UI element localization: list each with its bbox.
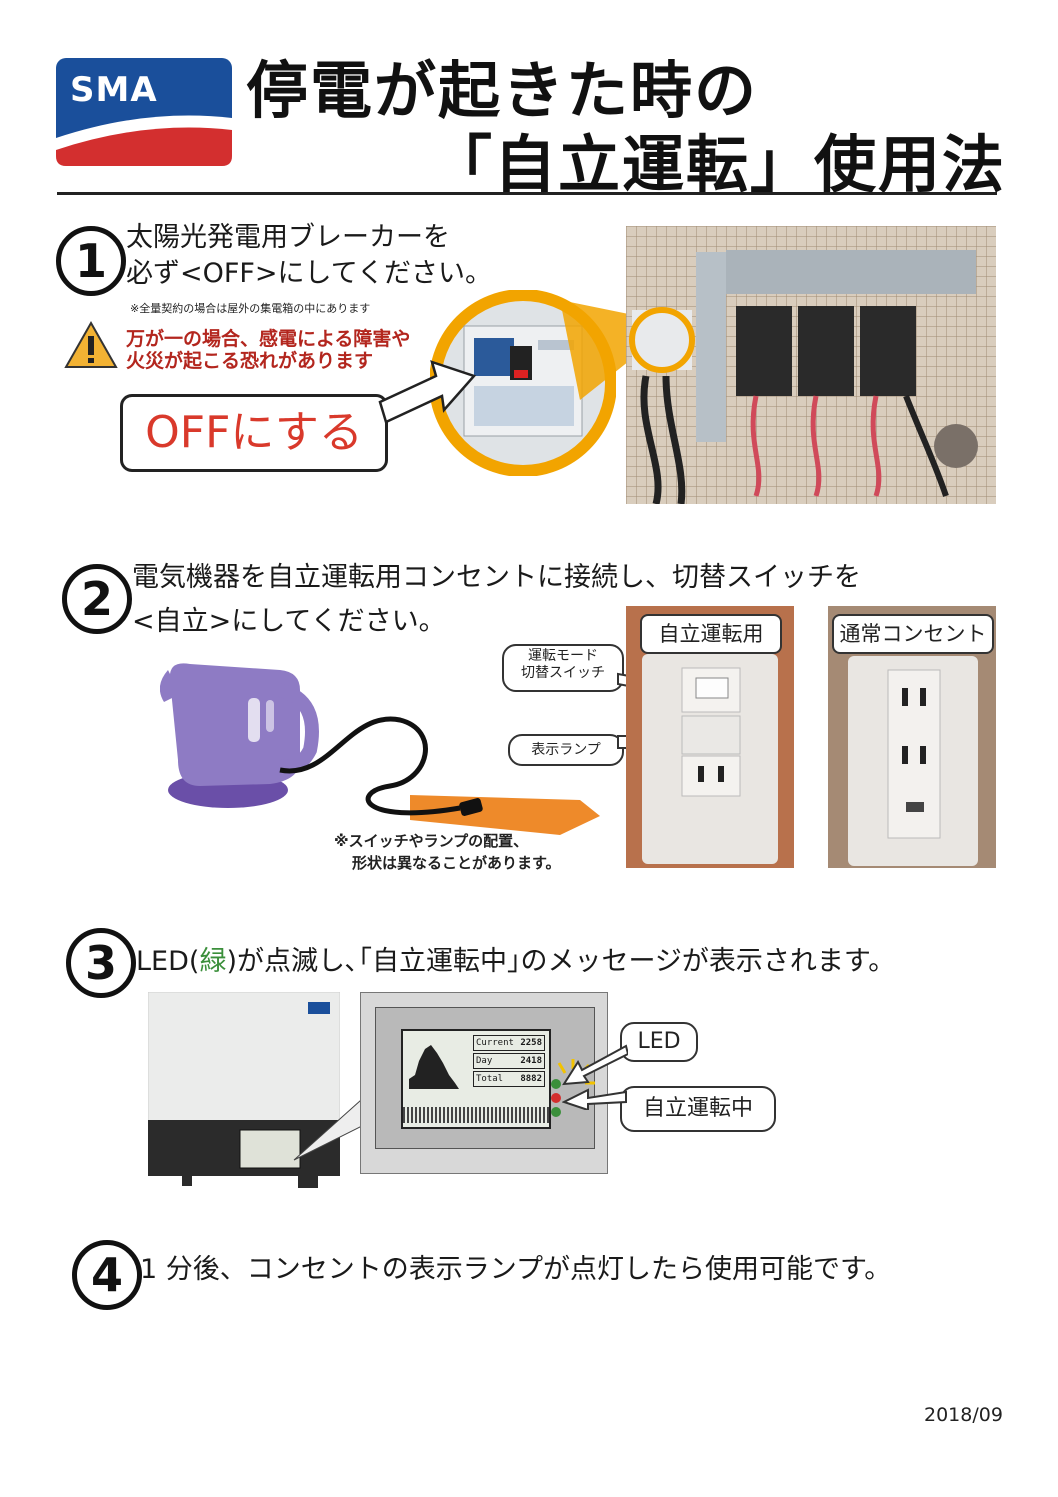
lamp-label: 表示ランプ xyxy=(508,734,624,766)
outlet1-label: 自立運転用 xyxy=(640,614,782,654)
callout-arrows xyxy=(561,1040,630,1112)
step1-warning-line2: 火災が起こる恐れがあります xyxy=(126,350,374,372)
switch-label: 運転モード 切替スイッチ xyxy=(502,644,624,692)
logo-text: SMA xyxy=(70,70,158,110)
lcd-status-bar xyxy=(403,1107,549,1123)
step3-text: LED(緑)が点滅し､｢自立運転中｣のメッセージが表示されます。 xyxy=(136,944,895,980)
step1-note: ※全量契約の場合は屋外の集電箱の中にあります xyxy=(130,302,371,315)
led-green-icon xyxy=(551,1079,561,1089)
lcd-value: 8882 xyxy=(520,1074,542,1084)
lcd-screen: Current 2258 Day 2418 Total 8882 xyxy=(401,1029,551,1129)
lcd-row-day: Day 2418 xyxy=(473,1053,545,1069)
switch-label-line1: 運転モード xyxy=(528,648,598,664)
warning-triangle-icon xyxy=(64,320,118,370)
issue-date: 2018/09 xyxy=(924,1404,1003,1426)
step2-note-line2: 形状は異なることがあります。 xyxy=(352,854,561,872)
breaker-panel-photo xyxy=(626,226,996,504)
led-green2-icon xyxy=(551,1107,561,1117)
led-callout: LED xyxy=(620,1022,698,1062)
lcd-value: 2258 xyxy=(520,1038,542,1048)
page-title-line2: 「自立運転」使用法 xyxy=(430,128,1007,201)
step3-number: 3 xyxy=(66,928,136,998)
lcd-row-current: Current 2258 xyxy=(473,1035,545,1051)
step2-text-line1: 電気機器を自立運転用コンセントに接続し、切替スイッチを xyxy=(132,562,861,593)
step1-text-line1: 太陽光発電用ブレーカーを xyxy=(126,222,450,253)
led-red-icon xyxy=(551,1093,561,1103)
lcd-label: Day xyxy=(476,1056,493,1066)
mode-callout: 自立運転中 xyxy=(620,1086,776,1132)
power-graph-icon xyxy=(409,1045,459,1089)
step4-text: 1 分後、コンセントの表示ランプが点灯したら使用可能です。 xyxy=(140,1254,892,1285)
off-callout: OFFにする xyxy=(120,394,388,472)
arrow-icon xyxy=(378,356,478,426)
switch-label-line2: 切替スイッチ xyxy=(521,665,605,681)
outlet2-label: 通常コンセント xyxy=(832,614,994,654)
lcd-rows: Current 2258 Day 2418 Total 8882 xyxy=(473,1035,545,1087)
step3-text-post: )が点滅し､｢自立運転中｣のメッセージが表示されます。 xyxy=(226,946,896,977)
step2-text-line2: <自立>にしてください。 xyxy=(132,606,446,637)
step3-text-green: 緑 xyxy=(199,946,227,977)
step1-text-line2: 必ず<OFF>にしてください。 xyxy=(126,258,492,289)
step3-text-pre: LED( xyxy=(136,946,200,977)
step1-number: 1 xyxy=(56,226,126,296)
page-title-line1: 停電が起きた時の xyxy=(246,54,759,127)
step2-number: 2 xyxy=(62,564,132,634)
step1-warning-line1: 万が一の場合、感電による障害や xyxy=(126,328,411,350)
lcd-label: Current xyxy=(476,1038,514,1048)
header-divider xyxy=(57,192,997,195)
step4-number: 4 xyxy=(72,1240,142,1310)
lcd-row-total: Total 8882 xyxy=(473,1071,545,1087)
lcd-label: Total xyxy=(476,1074,504,1084)
kettle-illustration xyxy=(159,650,600,840)
step2-note-line1: ※スイッチやランプの配置、 xyxy=(334,832,529,850)
display-closeup: Current 2258 Day 2418 Total 8882 xyxy=(360,992,608,1174)
lcd-value: 2418 xyxy=(520,1056,542,1066)
sma-logo: SMA xyxy=(56,58,232,166)
led-blink-icon xyxy=(557,1059,595,1085)
